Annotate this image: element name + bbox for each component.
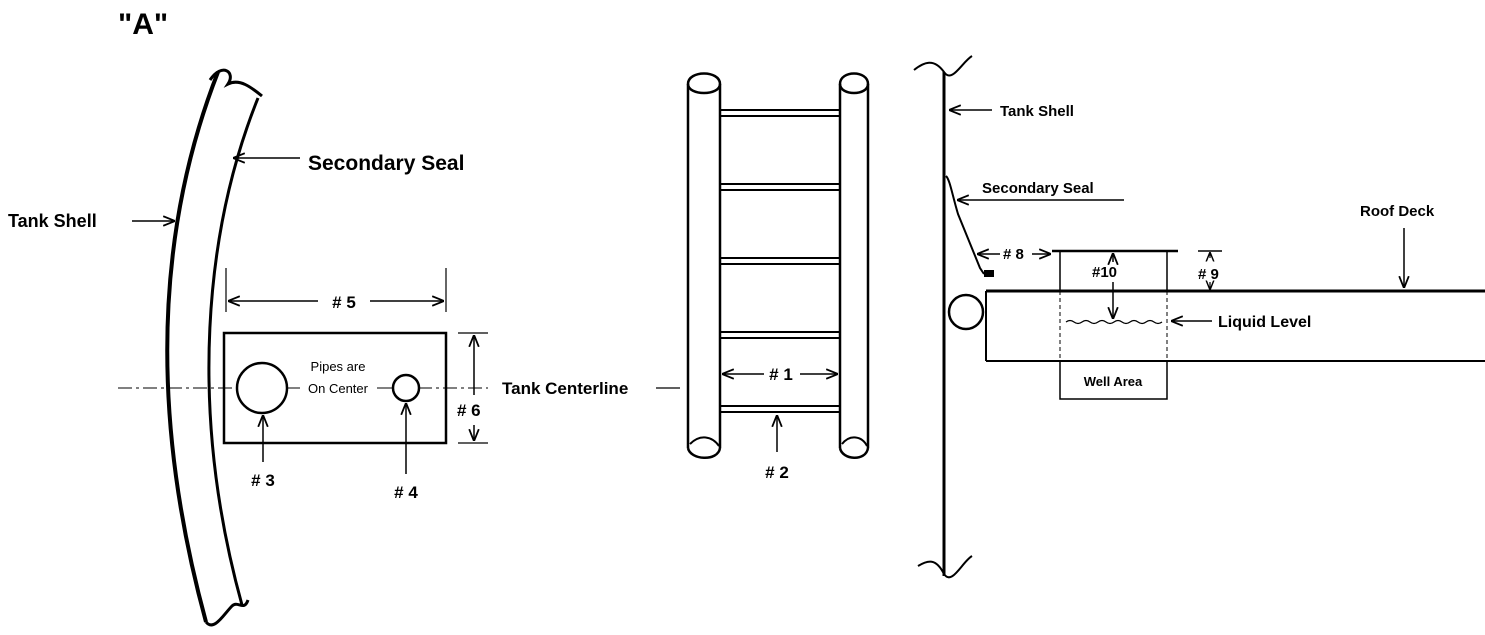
tank-shell-label-right: Tank Shell (1000, 103, 1074, 120)
secondary-seal-label: Secondary Seal (308, 152, 464, 175)
secondary-seal-label-right: Secondary Seal (982, 180, 1094, 197)
liquid-level-label: Liquid Level (1218, 314, 1311, 331)
dim-6-label: # 6 (457, 401, 481, 420)
dim-10-label: #10 (1092, 264, 1117, 281)
pipes-note-line2: On Center (308, 381, 369, 396)
primary-seal-circle (947, 293, 985, 331)
liquid-level-line (1065, 319, 1163, 325)
pipes-note-line1: Pipes are (311, 359, 366, 374)
pipe-4-circle (391, 373, 421, 403)
roof-deck-label: Roof Deck (1360, 203, 1435, 220)
tank-shell-label-left: Tank Shell (8, 211, 97, 231)
ladder (686, 72, 870, 459)
dim-5-label: # 5 (332, 293, 356, 312)
secondary-seal-section (945, 175, 985, 275)
well-area-label: Well Area (1084, 374, 1143, 389)
well-area-box (1059, 360, 1168, 400)
dim-1-label: # 1 (769, 365, 793, 384)
dim-9-label: # 9 (1198, 266, 1219, 283)
view-title: "A" (118, 8, 168, 41)
dim-3-label: # 3 (251, 471, 275, 490)
dim-4-label: # 4 (394, 483, 418, 502)
tank-centerline-label: Tank Centerline (502, 379, 628, 398)
pipe-3-circle (235, 361, 289, 415)
dim-8-label: # 8 (1003, 246, 1024, 263)
dim-2-label: # 2 (765, 463, 789, 482)
curved-tank-shell (165, 68, 263, 627)
